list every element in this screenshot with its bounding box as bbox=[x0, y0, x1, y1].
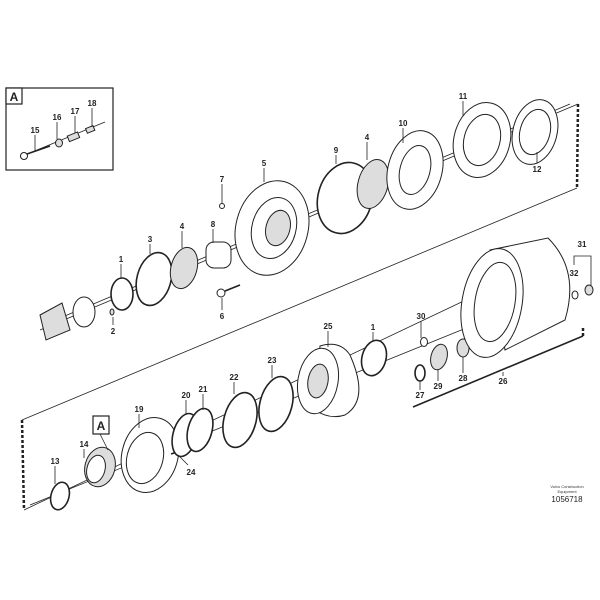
label-22: 22 bbox=[230, 373, 239, 382]
detail-box-title: A bbox=[10, 90, 19, 104]
label-11: 11 bbox=[459, 92, 468, 101]
part-19-carrier bbox=[120, 417, 180, 493]
label-6: 6 bbox=[220, 312, 225, 321]
label-17: 17 bbox=[71, 107, 80, 116]
label-25: 25 bbox=[324, 322, 333, 331]
part-25-planet-housing bbox=[296, 343, 360, 418]
upper-labels: 1 2 3 4 5 6 7 8 9 4 10 11 12 31 32 bbox=[111, 92, 592, 336]
label-23: 23 bbox=[268, 356, 277, 365]
label-1-lower: 1 bbox=[371, 323, 376, 332]
label-26: 26 bbox=[499, 377, 508, 386]
label-24: 24 bbox=[187, 468, 196, 477]
part-10-piston bbox=[386, 130, 444, 210]
label-12: 12 bbox=[533, 165, 542, 174]
label-15: 15 bbox=[31, 126, 40, 135]
part-16-washer bbox=[55, 138, 63, 148]
part-32-washer bbox=[571, 290, 579, 300]
document-number: 1056718 bbox=[551, 495, 583, 504]
part-18-spring bbox=[84, 124, 96, 134]
credit-line-2: Equipment bbox=[557, 489, 577, 494]
label-16: 16 bbox=[53, 113, 62, 122]
part-31-plug bbox=[584, 284, 594, 296]
part-4-bearing bbox=[169, 246, 199, 290]
part-11-disc-pack bbox=[452, 102, 512, 178]
credit-line-1: Volvo Construction bbox=[550, 484, 583, 489]
label-9: 9 bbox=[334, 146, 339, 155]
label-19: 19 bbox=[135, 405, 144, 414]
lower-labels: 13 14 19 20 21 22 23 24 25 1 30 27 29 28… bbox=[51, 312, 508, 484]
label-21: 21 bbox=[199, 385, 208, 394]
part-15-bolt bbox=[20, 145, 51, 160]
part-5-hub bbox=[234, 180, 310, 276]
label-10: 10 bbox=[399, 119, 408, 128]
detail-marker-label: A bbox=[97, 419, 106, 433]
part-1-oring-lower bbox=[360, 339, 388, 377]
label-14: 14 bbox=[80, 440, 89, 449]
part-27-snap-ring bbox=[414, 364, 426, 382]
label-28: 28 bbox=[459, 374, 468, 383]
label-20: 20 bbox=[182, 391, 191, 400]
label-29: 29 bbox=[434, 382, 443, 391]
detail-marker-a: A bbox=[92, 415, 110, 451]
label-13: 13 bbox=[51, 457, 60, 466]
part-8-bushing bbox=[205, 241, 232, 269]
part-23-ring bbox=[258, 375, 294, 433]
shaft bbox=[39, 302, 71, 341]
part-26-drum bbox=[460, 237, 571, 358]
label-2: 2 bbox=[111, 327, 116, 336]
part-1-oring bbox=[110, 277, 134, 311]
label-4: 4 bbox=[180, 222, 185, 231]
label-30: 30 bbox=[417, 312, 426, 321]
part-21-ring bbox=[186, 407, 214, 453]
label-3: 3 bbox=[148, 235, 153, 244]
label-8: 8 bbox=[211, 220, 216, 229]
label-32: 32 bbox=[570, 269, 579, 278]
label-27: 27 bbox=[416, 391, 425, 400]
part-12-disc bbox=[511, 99, 559, 165]
part-2-pin bbox=[109, 308, 115, 316]
label-7: 7 bbox=[220, 175, 225, 184]
part-2-cover bbox=[72, 296, 96, 328]
part-13-oring bbox=[49, 481, 71, 511]
part-22-ring bbox=[222, 391, 258, 449]
label-4-upper: 4 bbox=[365, 133, 370, 142]
label-5: 5 bbox=[262, 159, 267, 168]
part-14-ring-gear bbox=[84, 446, 116, 488]
part-3-seal bbox=[135, 251, 173, 307]
label-18: 18 bbox=[88, 99, 97, 108]
part-30-washer bbox=[420, 337, 428, 347]
part-7-screw bbox=[219, 203, 225, 209]
document-credit: Volvo Construction Equipment 1056718 bbox=[550, 484, 583, 504]
label-1: 1 bbox=[119, 255, 124, 264]
part-17-spring bbox=[66, 131, 81, 143]
label-31: 31 bbox=[578, 240, 587, 249]
detail-box-a: A 15 16 17 18 bbox=[5, 87, 114, 171]
part-6-bolt bbox=[216, 284, 241, 298]
part-29-gear bbox=[430, 343, 448, 371]
